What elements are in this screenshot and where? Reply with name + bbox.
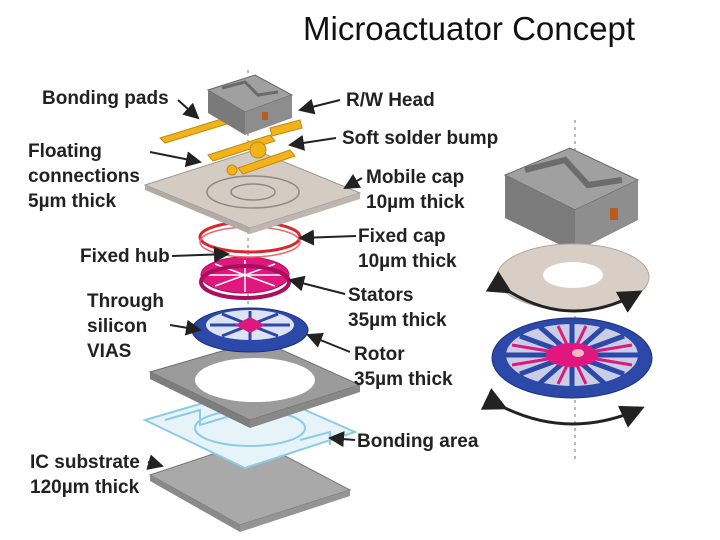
label-fixed-hub: Fixed hub [80,246,170,267]
rotation-arrow-top [485,270,643,313]
rw-head-left [206,74,294,135]
label-through-silicon-vias: Through silicon VIAS [87,291,165,362]
page-title: Microactuator Concept [303,10,635,47]
leader-lines [146,98,363,470]
label-rw-head: R/W Head [346,90,435,111]
label-stators: Stators 35µm thick [348,285,447,331]
rotor-right [491,317,653,399]
rw-head-right [503,147,640,252]
label-mobile-cap: Mobile cap 10µm thick [366,167,465,213]
label-bonding-pads: Bonding pads [42,88,169,109]
mobile-cap-plate [143,149,362,234]
label-floating-connections: Floating connections 5µm thick [28,141,140,212]
floating-connections [159,117,303,176]
rotor-left [191,307,309,353]
stators-left [199,256,291,300]
rotation-arrow-bottom [480,388,645,428]
label-soft-solder-bump: Soft solder bump [342,128,499,149]
label-bonding-area: Bonding area [357,431,479,452]
label-ic-substrate: IC substrate 120µm thick [30,452,140,498]
through-silicon-plate [148,339,362,428]
label-fixed-cap: Fixed cap 10µm thick [358,226,457,272]
label-rotor: Rotor 35µm thick [354,344,453,390]
